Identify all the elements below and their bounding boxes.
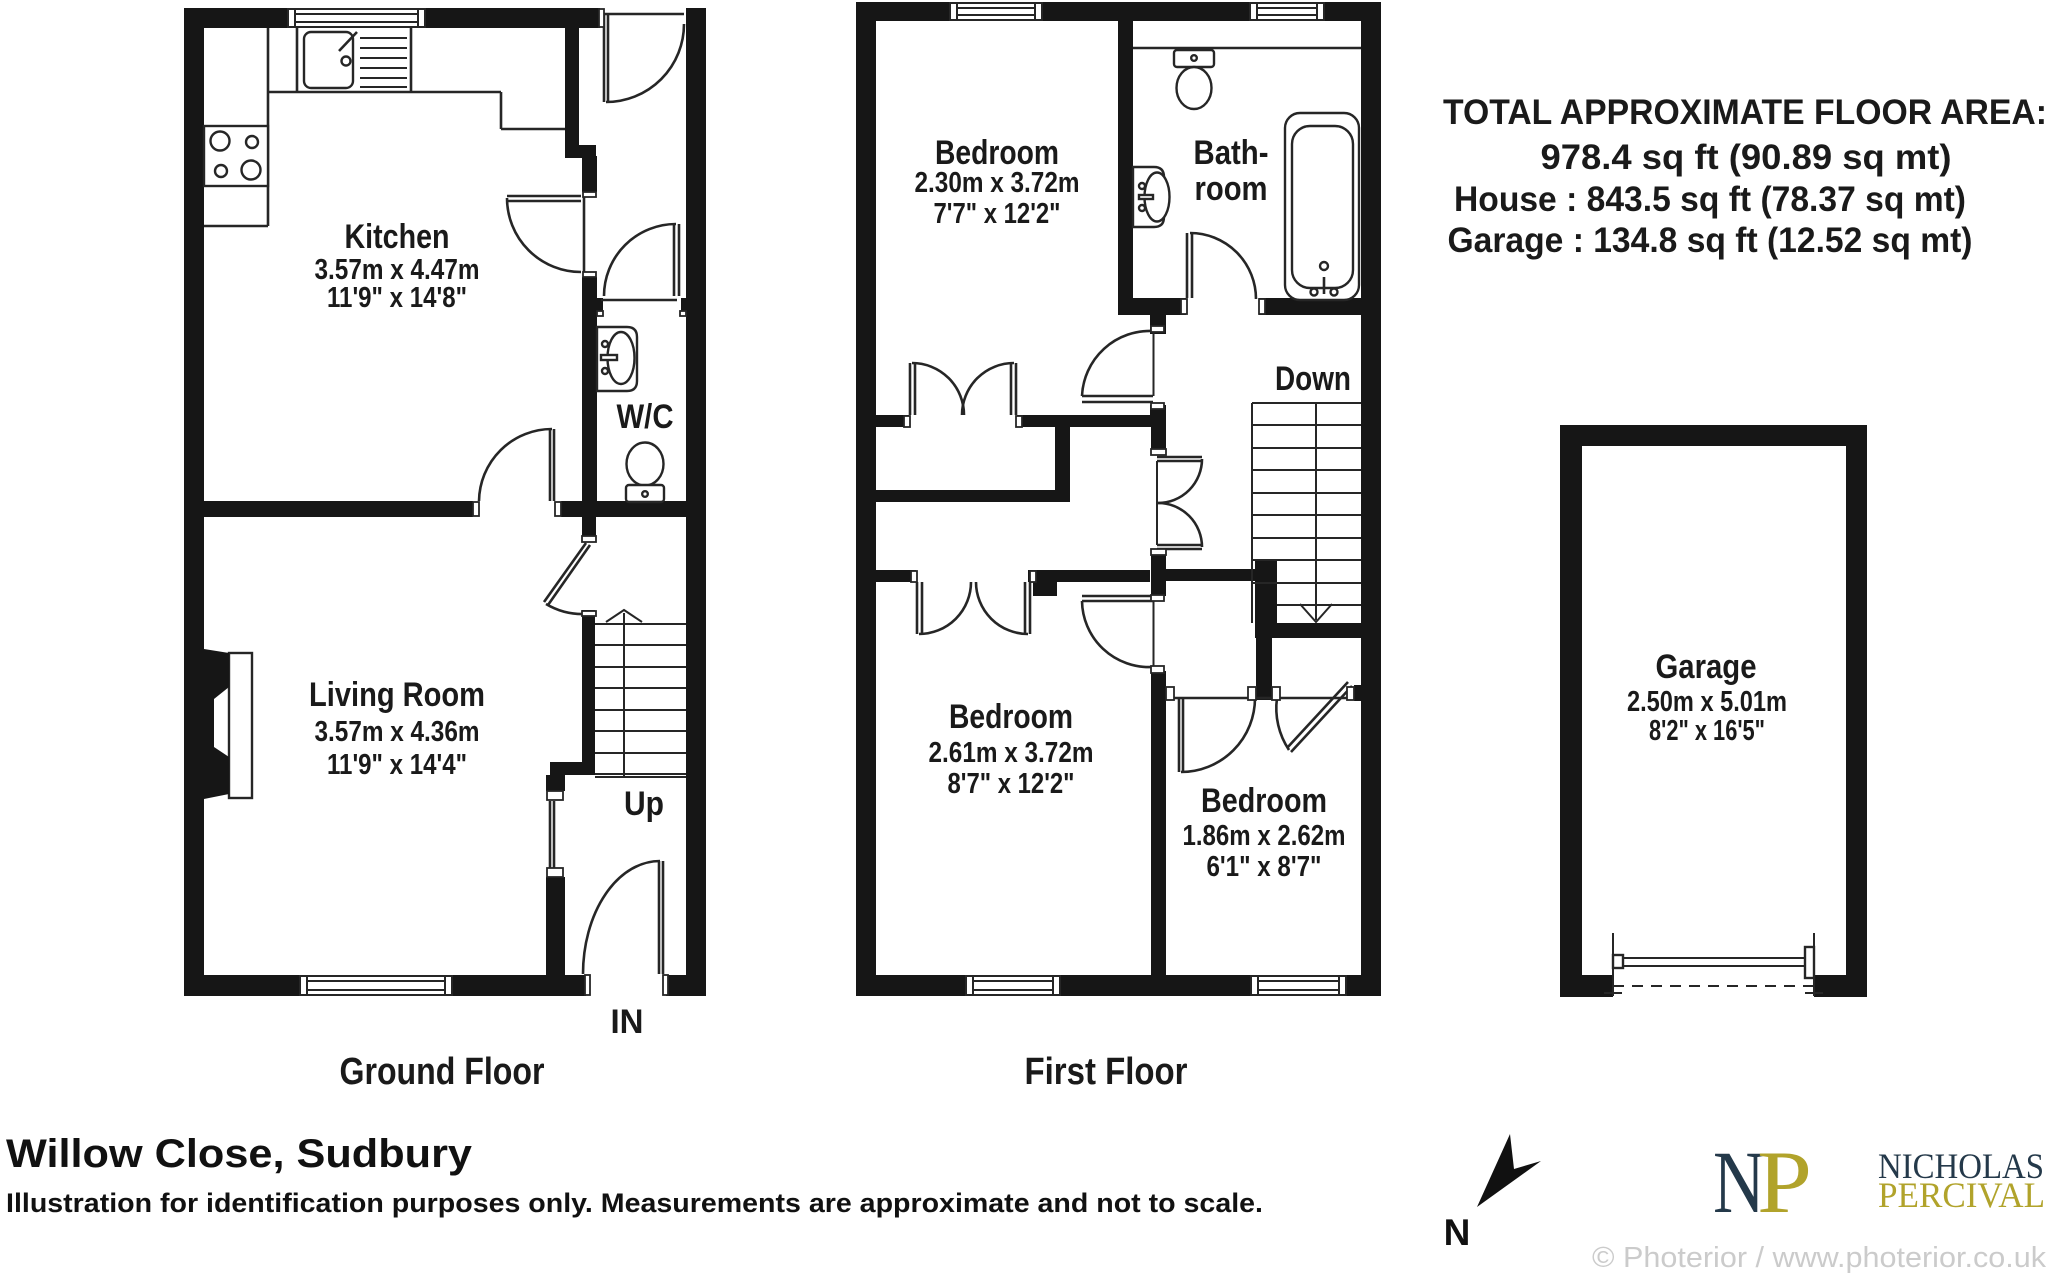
svg-text:1.86m x 2.62m: 1.86m x 2.62m	[1183, 820, 1346, 852]
svg-text:N: N	[1713, 1134, 1765, 1232]
svg-text:IN: IN	[611, 1003, 644, 1041]
svg-text:Bath-: Bath-	[1194, 134, 1269, 172]
svg-text:3.57m x 4.36m: 3.57m x 4.36m	[315, 716, 480, 748]
svg-text:Willow Close, Sudbury: Willow Close, Sudbury	[6, 1132, 473, 1176]
svg-text:978.4 sq ft (90.89 sq mt): 978.4 sq ft (90.89 sq mt)	[1541, 138, 1952, 177]
svg-text:PERCIVAL: PERCIVAL	[1878, 1175, 2045, 1215]
svg-text:2.30m x 3.72m: 2.30m x 3.72m	[915, 167, 1080, 199]
svg-text:W/C: W/C	[617, 398, 674, 436]
svg-text:8'2" x 16'5": 8'2" x 16'5"	[1649, 715, 1765, 747]
svg-text:P: P	[1757, 1134, 1812, 1232]
svg-text:First Floor: First Floor	[1025, 1051, 1188, 1093]
svg-text:2.50m x 5.01m: 2.50m x 5.01m	[1627, 686, 1787, 718]
svg-text:Illustration for identificatio: Illustration for identification purposes…	[6, 1188, 1263, 1218]
svg-text:House : 843.5 sq ft (78.37 sq: House : 843.5 sq ft (78.37 sq mt)	[1454, 180, 1966, 219]
svg-text:11'9" x 14'4": 11'9" x 14'4"	[327, 749, 467, 781]
svg-text:Kitchen: Kitchen	[345, 218, 450, 256]
svg-text:3.57m x 4.47m: 3.57m x 4.47m	[315, 254, 480, 286]
svg-text:Up: Up	[624, 785, 664, 823]
svg-text:11'9" x 14'8": 11'9" x 14'8"	[327, 282, 467, 314]
svg-text:8'7" x 12'2": 8'7" x 12'2"	[948, 768, 1075, 800]
svg-text:Garage: Garage	[1656, 648, 1757, 686]
svg-text:Down: Down	[1275, 360, 1351, 398]
svg-text:NICHOLAS: NICHOLAS	[1878, 1146, 2044, 1186]
svg-text:Bedroom: Bedroom	[1201, 782, 1327, 820]
svg-text:Ground Floor: Ground Floor	[340, 1051, 545, 1093]
svg-text:© Photerior / www.photerior.co: © Photerior / www.photerior.co.uk	[1592, 1242, 2047, 1274]
svg-text:TOTAL APPROXIMATE FLOOR AREA:: TOTAL APPROXIMATE FLOOR AREA:	[1443, 93, 2047, 132]
svg-text:Garage : 134.8 sq ft (12.52 sq: Garage : 134.8 sq ft (12.52 sq mt)	[1448, 221, 1973, 260]
svg-text:Living Room: Living Room	[309, 676, 485, 714]
svg-text:7'7" x 12'2": 7'7" x 12'2"	[934, 198, 1061, 230]
svg-text:Bedroom: Bedroom	[949, 698, 1073, 736]
svg-text:room: room	[1195, 170, 1268, 208]
svg-text:Bedroom: Bedroom	[935, 134, 1059, 172]
svg-text:N: N	[1444, 1212, 1471, 1253]
svg-text:2.61m x 3.72m: 2.61m x 3.72m	[929, 737, 1094, 769]
svg-text:6'1" x 8'7": 6'1" x 8'7"	[1207, 851, 1322, 883]
